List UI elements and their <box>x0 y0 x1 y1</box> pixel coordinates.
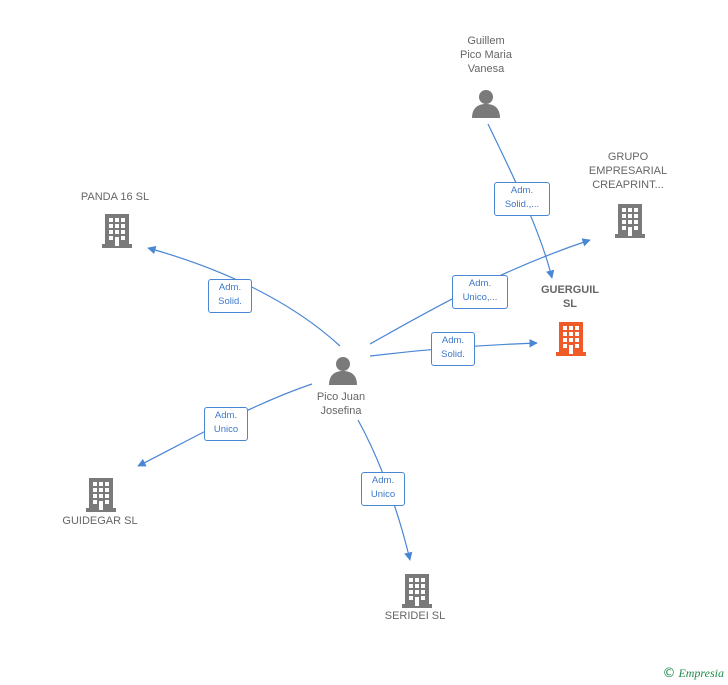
node-label-guillem[interactable]: Guillem Pico Maria Vanesa <box>460 35 512 75</box>
node-label-seridei[interactable]: SERIDEI SL <box>384 610 446 622</box>
node-label-panda[interactable]: PANDA 16 SL <box>80 191 150 203</box>
person-icon-guillem[interactable] <box>472 90 500 118</box>
building-icon-guerguil[interactable] <box>556 322 586 356</box>
building-icon-seridei[interactable] <box>402 574 432 608</box>
building-icon-grupo[interactable] <box>615 204 645 238</box>
node-label-guidegar[interactable]: GUIDEGAR SL <box>62 515 138 527</box>
edge-label-guillem-guerguil[interactable]: Adm. Solid.,... <box>494 182 550 216</box>
node-label-pico[interactable]: Pico Juan Josefina <box>316 391 366 417</box>
building-icon-guidegar[interactable] <box>86 478 116 512</box>
edge-label-pico-panda[interactable]: Adm. Solid. <box>208 279 252 313</box>
footer-brand: © Empresia <box>662 666 724 681</box>
edge-label-pico-seridei[interactable]: Adm. Unico <box>361 472 405 506</box>
copyright-icon: © <box>662 666 676 681</box>
edge-label-pico-guidegar[interactable]: Adm. Unico <box>204 407 248 441</box>
brand-name: Empresia <box>678 666 724 680</box>
edge-pico-panda <box>147 245 341 347</box>
edge-label-pico-grupo[interactable]: Adm. Unico,... <box>452 275 508 309</box>
node-label-grupo[interactable]: GRUPO EMPRESARIAL CREAPRINT... <box>588 151 668 191</box>
building-icon-panda[interactable] <box>102 214 132 248</box>
edge-label-pico-guerguil[interactable]: Adm. Solid. <box>431 332 475 366</box>
node-label-guerguil[interactable]: GUERGUIL SL <box>540 284 600 310</box>
person-icon-pico[interactable] <box>329 357 357 385</box>
